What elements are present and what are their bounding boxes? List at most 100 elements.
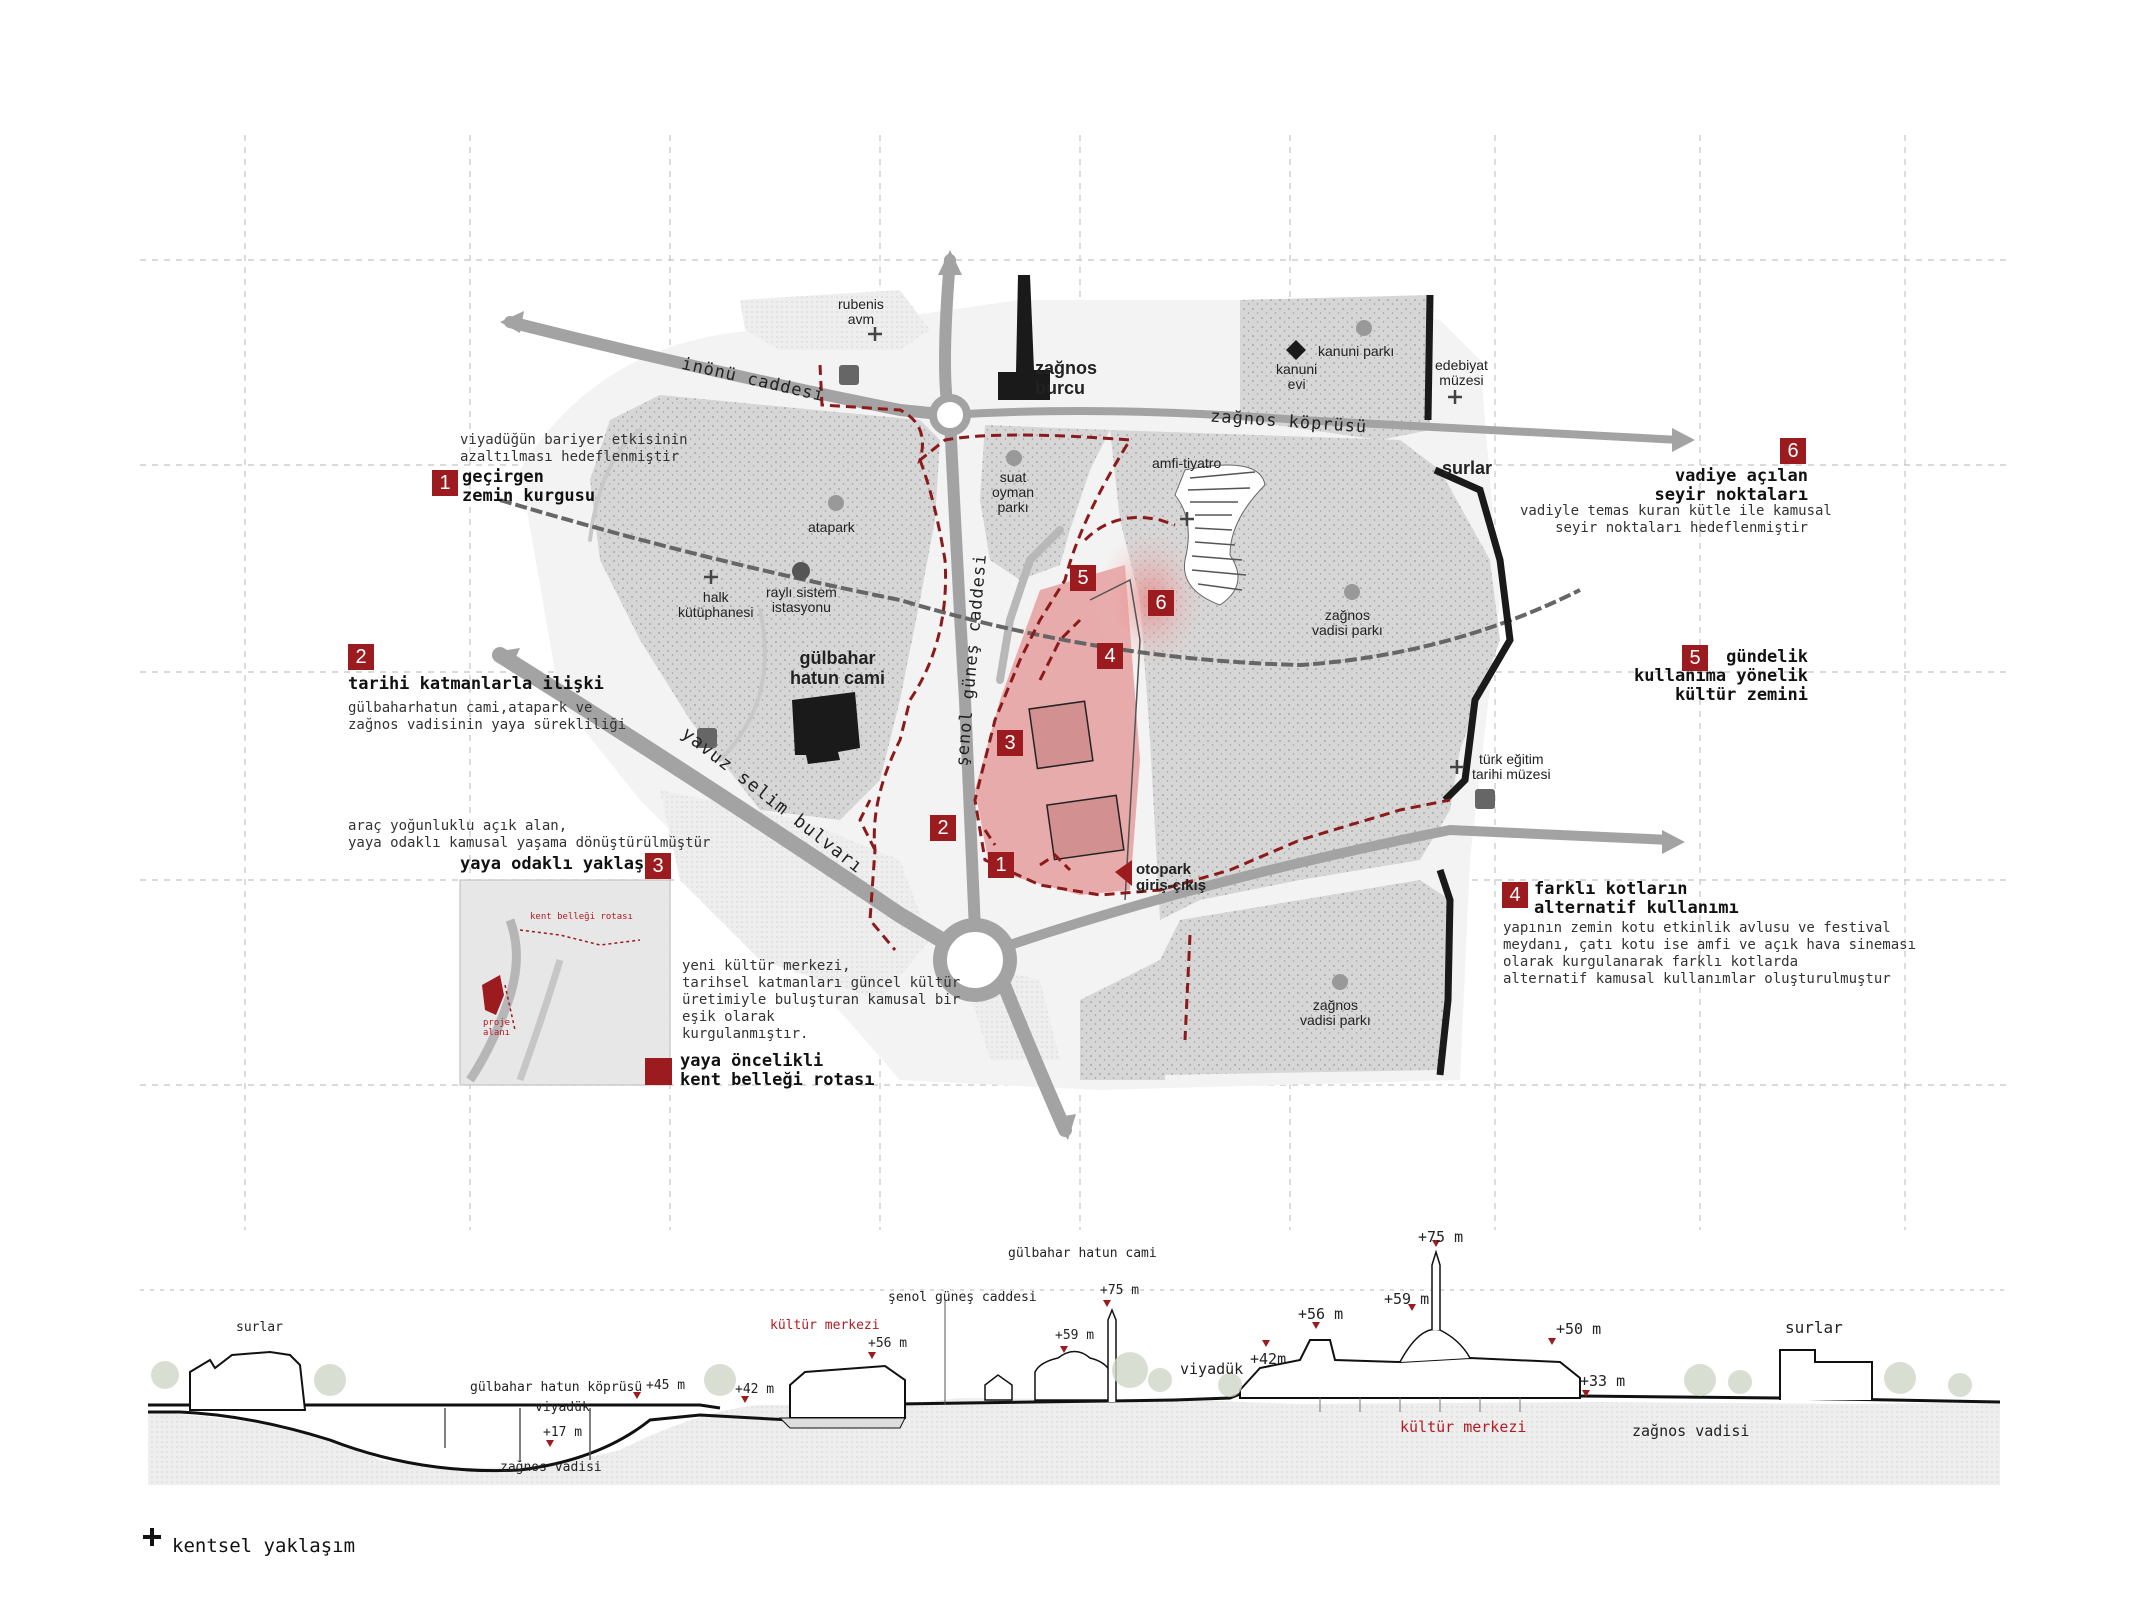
note1-subtitle: viyadüğün bariyer etkisinin azaltılması … [460, 432, 688, 465]
rail-line [499, 498, 1581, 668]
kanuni-park-block [1240, 295, 1430, 440]
kanuni-parki-label: kanuni parkı [1318, 343, 1395, 359]
suat-oyman-label: suat oyman parkı [992, 469, 1035, 515]
bus-icon [1475, 789, 1495, 809]
rayli-sistem-label: raylı sistem istasyonu [766, 584, 837, 615]
otopark-label: otopark giriş-çıkış [1136, 861, 1207, 894]
zagnos-burcu-shape [998, 275, 1050, 400]
plus-icon [1180, 512, 1194, 526]
map-badge-6: 6 [1148, 590, 1174, 616]
tree-icon [1356, 320, 1372, 336]
zagnos-burcu-label: zağnos burcu [1035, 358, 1098, 398]
note5-badge: 5 [1682, 645, 1708, 671]
map-badge-4: 4 [1097, 643, 1123, 669]
bus-icon [697, 728, 717, 748]
edebiyat-muzesi-label: edebiyat müzesi [1435, 357, 1488, 388]
legend-swatch [645, 1058, 672, 1085]
tree-icon [1332, 974, 1348, 990]
surlar-map-label: surlar [1442, 458, 1493, 478]
note3-subtitle: araç yoğunluklu açık alan, yaya odaklı k… [348, 818, 711, 851]
note6-subtitle: vadiyle temas kuran kütle ile kamusal se… [1520, 503, 1832, 536]
section-left [148, 1300, 1176, 1485]
sec-left-senol: şenol güneş caddesi [888, 1290, 1037, 1305]
metro-icon [792, 562, 810, 580]
sec-right-e56: +56 m [1298, 1305, 1344, 1323]
sec-right-e50: +50 m [1556, 1320, 1602, 1338]
note4-subtitle: yapının zemin kotu etkinlik avlusu ve fe… [1503, 920, 1917, 987]
bus-icon [839, 365, 859, 385]
rubenis-label: rubenis avm [838, 296, 884, 327]
diamond-icon [1286, 340, 1306, 360]
sec-left-surlar: surlar [236, 1320, 283, 1335]
sec-right-surlar: surlar [1785, 1318, 1843, 1337]
sec-right-kultur: kültür merkezi [1400, 1418, 1527, 1436]
tree-icon [1344, 584, 1360, 600]
note1-badge: 1 [432, 470, 458, 496]
icons [143, 320, 1495, 1546]
memory-route [818, 364, 1451, 1041]
sec-left-e17: +17 m [543, 1425, 583, 1440]
center-description: yeni kültür merkezi, tarihsel katmanları… [682, 958, 961, 1042]
inset-area-label: proje alanı [483, 1018, 511, 1038]
tree-icon [828, 495, 844, 511]
sec-right-e42: +42m [1250, 1350, 1287, 1368]
kanuni-evi-label: kanuni evi [1276, 361, 1318, 392]
gulbahar-cami-shape [792, 692, 860, 764]
note2-title: tarihi katmanlarla ilişki [348, 674, 604, 694]
sec-right-zagnos: zağnos vadisi [1632, 1422, 1750, 1440]
road-arrows [495, 250, 1695, 1140]
tree-icon [1006, 450, 1022, 466]
atapark-label: atapark [808, 519, 855, 535]
sec-right-e75: +75 m [1418, 1228, 1464, 1246]
map-badge-1: 1 [988, 852, 1014, 878]
sec-left-e42: +42 m [735, 1382, 775, 1397]
amfi-tiyatro-label: amfi-tiyatro [1152, 455, 1222, 471]
halk-kutuphanesi-label: halk kütüphanesi [678, 589, 754, 620]
note3-title: yaya odaklı yaklaşım [460, 854, 665, 874]
inset-map [459, 879, 671, 1086]
plus-icon [704, 570, 718, 584]
turk-egitim-label: türk eğitim tarihi müzesi [1472, 751, 1551, 782]
footer-title: kentsel yaklaşım [172, 1535, 356, 1557]
sec-left-e59: +59 m [1055, 1328, 1095, 1343]
otopark-arrow [1115, 860, 1132, 886]
plus-icon [143, 1528, 161, 1546]
inset-route-label: kent belleği rotası [530, 912, 633, 922]
plus-icon [1450, 760, 1464, 774]
zagnos-vadisi-lower [1160, 880, 1450, 1075]
sec-right-viyaduk: viyadük [1180, 1360, 1244, 1378]
zagnos-vadisi-label-2: zağnos vadisi parkı [1300, 997, 1371, 1028]
city-wall [1424, 294, 1514, 1076]
note1-title: geçirgen zemin kurgusu [462, 467, 596, 506]
roundabout-north [929, 394, 971, 436]
sec-left-zagnos: zağnos vadisi [500, 1460, 602, 1475]
note2-subtitle: gülbaharhatun cami,atapark ve zağnos vad… [348, 700, 627, 733]
roads [492, 254, 1684, 1137]
sec-left-e75: +75 m [1100, 1283, 1140, 1298]
sec-left-gulbahar-cami: gülbahar hatun cami [1008, 1246, 1157, 1261]
section-right [1174, 1240, 2001, 1485]
note4-badge: 4 [1502, 882, 1528, 908]
roundabout-south [933, 918, 1017, 1002]
sec-left-e56: +56 m [868, 1336, 908, 1351]
map-base [520, 290, 1500, 1090]
note3-badge: 3 [645, 853, 671, 879]
plus-icon [868, 327, 882, 341]
map-badge-2: 2 [930, 815, 956, 841]
sec-right-e59: +59 m [1384, 1290, 1430, 1308]
plus-icon [1448, 390, 1462, 404]
note6-badge: 6 [1780, 438, 1806, 464]
map-badge-5: 5 [1070, 565, 1096, 591]
legend-label: yaya öncelikli kent belleği rotası [680, 1051, 875, 1090]
note5-title: gündelik kullanıma yönelik kültür zemini [1634, 647, 1808, 705]
note4-title: farklı kotların alternatif kullanımı [1534, 879, 1739, 918]
sec-left-viyaduk: viyadük [535, 1400, 590, 1415]
sec-left-e45: +45 m [646, 1378, 686, 1393]
zagnos-vadisi-label-1: zağnos vadisi parkı [1312, 607, 1383, 638]
sec-left-kultur: kültür merkezi [770, 1318, 880, 1333]
map-badge-3: 3 [997, 730, 1023, 756]
sec-left-kopru: gülbahar hatun köprüsü [470, 1380, 643, 1395]
sec-right-e33: +33 m [1580, 1372, 1626, 1390]
note6-title: vadiye açılan seyir noktaları [1654, 466, 1808, 505]
